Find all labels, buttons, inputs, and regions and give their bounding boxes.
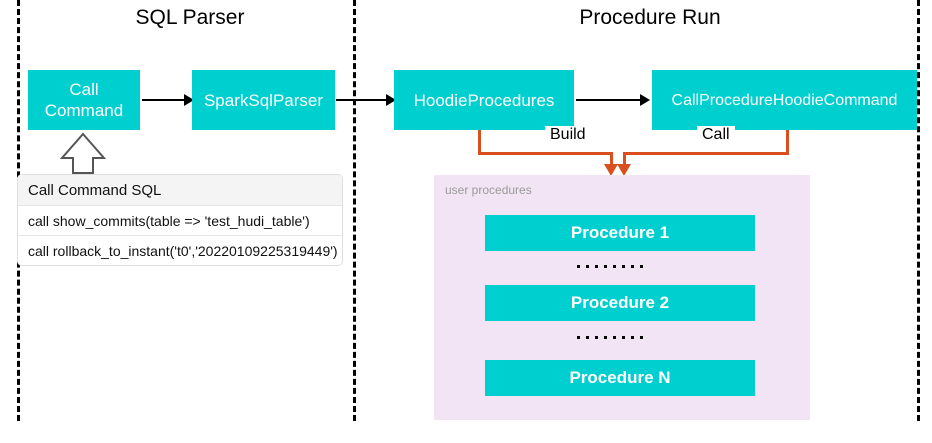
section-title-sql-parser: SQL Parser bbox=[135, 6, 245, 29]
divider-middle bbox=[353, 0, 356, 421]
user-procedures-label: user procedures bbox=[445, 183, 532, 197]
procedure-box[interactable]: Procedure N bbox=[485, 360, 755, 396]
node-hoodie-procedures[interactable]: HoodieProcedures bbox=[394, 70, 574, 130]
section-title-procedure-run: Procedure Run bbox=[579, 6, 721, 29]
node-call-command-line-1: Call bbox=[69, 80, 99, 99]
build-connector-vertical-down bbox=[610, 152, 613, 168]
arrow-call-command-to-spark-head bbox=[184, 94, 194, 106]
edge-label-build: Build bbox=[545, 126, 591, 144]
call-connector-vertical-down bbox=[623, 152, 626, 168]
arrow-hoodie-to-callprocedure-head bbox=[640, 94, 650, 106]
sql-table-row: call show_commits(table => 'test_hudi_ta… bbox=[18, 206, 342, 236]
procedure-separator-dots bbox=[577, 265, 643, 268]
divider-right bbox=[917, 0, 920, 421]
procedure-separator-dots bbox=[577, 336, 643, 339]
call-connector-horizontal bbox=[623, 152, 789, 155]
build-connector-vertical-left bbox=[478, 130, 481, 155]
node-spark-sql-parser[interactable]: SparkSqlParser bbox=[192, 70, 335, 130]
call-connector-arrowhead bbox=[617, 164, 631, 176]
build-connector-arrowhead bbox=[604, 164, 618, 176]
procedure-box[interactable]: Procedure 2 bbox=[485, 285, 755, 321]
arrow-hoodie-to-callprocedure-line bbox=[576, 99, 640, 101]
block-arrow-up-icon bbox=[58, 132, 108, 174]
node-call-command-line-2: Command bbox=[44, 101, 124, 120]
node-call-procedure-hoodie-command[interactable]: CallProcedureHoodieCommand bbox=[652, 70, 917, 130]
build-connector-horizontal bbox=[478, 152, 613, 155]
node-call-command[interactable]: Call Command bbox=[28, 70, 140, 130]
call-connector-vertical-right bbox=[786, 130, 789, 155]
edge-label-call: Call bbox=[697, 126, 735, 144]
sql-table-row: call rollback_to_instant('t0','202201092… bbox=[28, 243, 338, 259]
arrow-spark-to-hoodie-line bbox=[336, 99, 386, 101]
procedure-box[interactable]: Procedure 1 bbox=[485, 215, 755, 251]
sql-table: Call Command SQL call show_commits(table… bbox=[17, 174, 343, 266]
sql-table-header: Call Command SQL bbox=[18, 175, 342, 206]
arrow-spark-to-hoodie-head bbox=[386, 94, 396, 106]
arrow-call-command-to-spark-line bbox=[142, 99, 184, 101]
